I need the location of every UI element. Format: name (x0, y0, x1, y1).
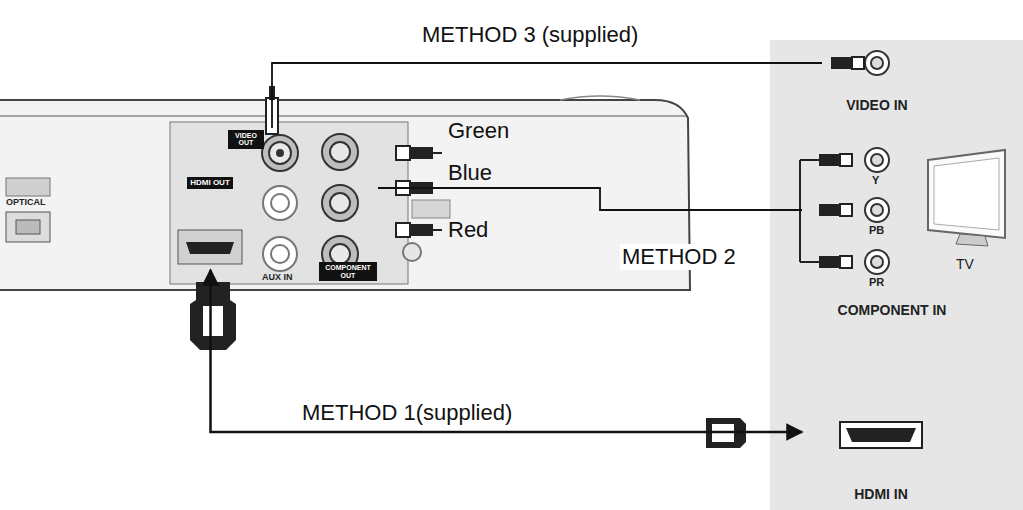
jack-panel (170, 122, 408, 284)
player-lip (560, 96, 640, 100)
device-name: TV (956, 256, 974, 272)
cable (378, 188, 802, 210)
input-label: VIDEO IN (846, 97, 907, 113)
port-region: VIDEO OUT (226, 128, 300, 176)
hdmi-out-panel (178, 230, 242, 264)
player-edge (0, 115, 686, 117)
signal-name: PB (869, 224, 884, 236)
player-body (0, 100, 690, 290)
input-label: COMPONENT IN (838, 302, 947, 318)
tv-panel (770, 40, 1023, 510)
method-label: METHOD 1(supplied) (300, 400, 514, 426)
port-region: COMPONENT OUT (318, 134, 378, 284)
fm-ant-jack (403, 243, 421, 261)
signal-name: PR (869, 276, 884, 288)
port-region: COMPONENT IN (802, 140, 982, 318)
jack-label: COMPONENT OUT (319, 262, 377, 281)
component-plugs (396, 146, 442, 237)
method-label: METHOD 2 (620, 244, 738, 270)
aux-in-jacks (263, 186, 297, 271)
hdmi-plug (190, 282, 236, 350)
optical-port (6, 212, 50, 242)
cable-color: Green (448, 118, 509, 144)
input-label: HDMI IN (854, 486, 908, 502)
tv-jacks (865, 51, 889, 274)
port-name: AUX IN (262, 272, 293, 282)
video-out-jack (262, 135, 298, 171)
optical-socket (16, 220, 40, 234)
tv-side-plugs (800, 57, 864, 268)
cable-color: Red (448, 217, 488, 243)
method-label: METHOD 3 (supplied) (420, 22, 640, 48)
cable-color: Blue (448, 160, 492, 186)
cable (211, 270, 803, 432)
port-region: VIDEO IN (822, 45, 932, 113)
port-region: HDMI IN (802, 412, 960, 502)
signal-name: Y (872, 174, 879, 186)
speaker-plate (6, 178, 50, 196)
component-out-jacks (322, 134, 358, 272)
jack-label: HDMI OUT (187, 177, 233, 189)
port-name: OPTICAL (6, 197, 46, 207)
cable (272, 63, 822, 128)
jack-label: VIDEO OUT (228, 130, 264, 149)
hdmi-out-port (186, 242, 234, 254)
fm-ant-plate (412, 200, 450, 218)
hdmi-plug-mark (203, 306, 223, 336)
tv-icon (928, 150, 1005, 246)
port-region: HDMI OUT (175, 175, 245, 270)
hdmi-in-port (840, 422, 922, 448)
